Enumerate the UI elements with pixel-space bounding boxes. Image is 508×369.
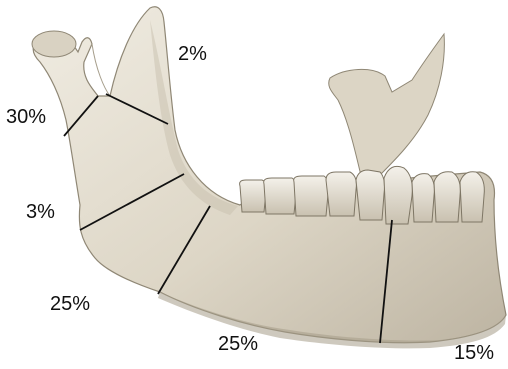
- tooth-molar-1: [294, 176, 329, 216]
- tooth-molar-2: [264, 178, 297, 214]
- sigmoid-notch: [92, 44, 110, 96]
- tooth-canine: [384, 166, 412, 224]
- condyle-head: [32, 31, 76, 57]
- tooth-premolar-1: [356, 170, 385, 220]
- tooth-incisor-lateral: [412, 174, 434, 222]
- label-coronoid-percent: 2%: [178, 44, 207, 64]
- contralateral-ramus: [329, 34, 445, 180]
- tooth-incisor-far: [460, 172, 484, 222]
- label-ramus-percent: 3%: [26, 202, 55, 222]
- label-angle-percent: 25%: [50, 294, 90, 314]
- tooth-incisor-central: [434, 172, 460, 222]
- tooth-premolar-2: [326, 172, 356, 216]
- label-body-percent: 25%: [218, 334, 258, 354]
- tooth-molar-3: [240, 180, 267, 212]
- label-condyle-percent: 30%: [6, 107, 46, 127]
- label-symphysis-percent: 15%: [454, 343, 494, 363]
